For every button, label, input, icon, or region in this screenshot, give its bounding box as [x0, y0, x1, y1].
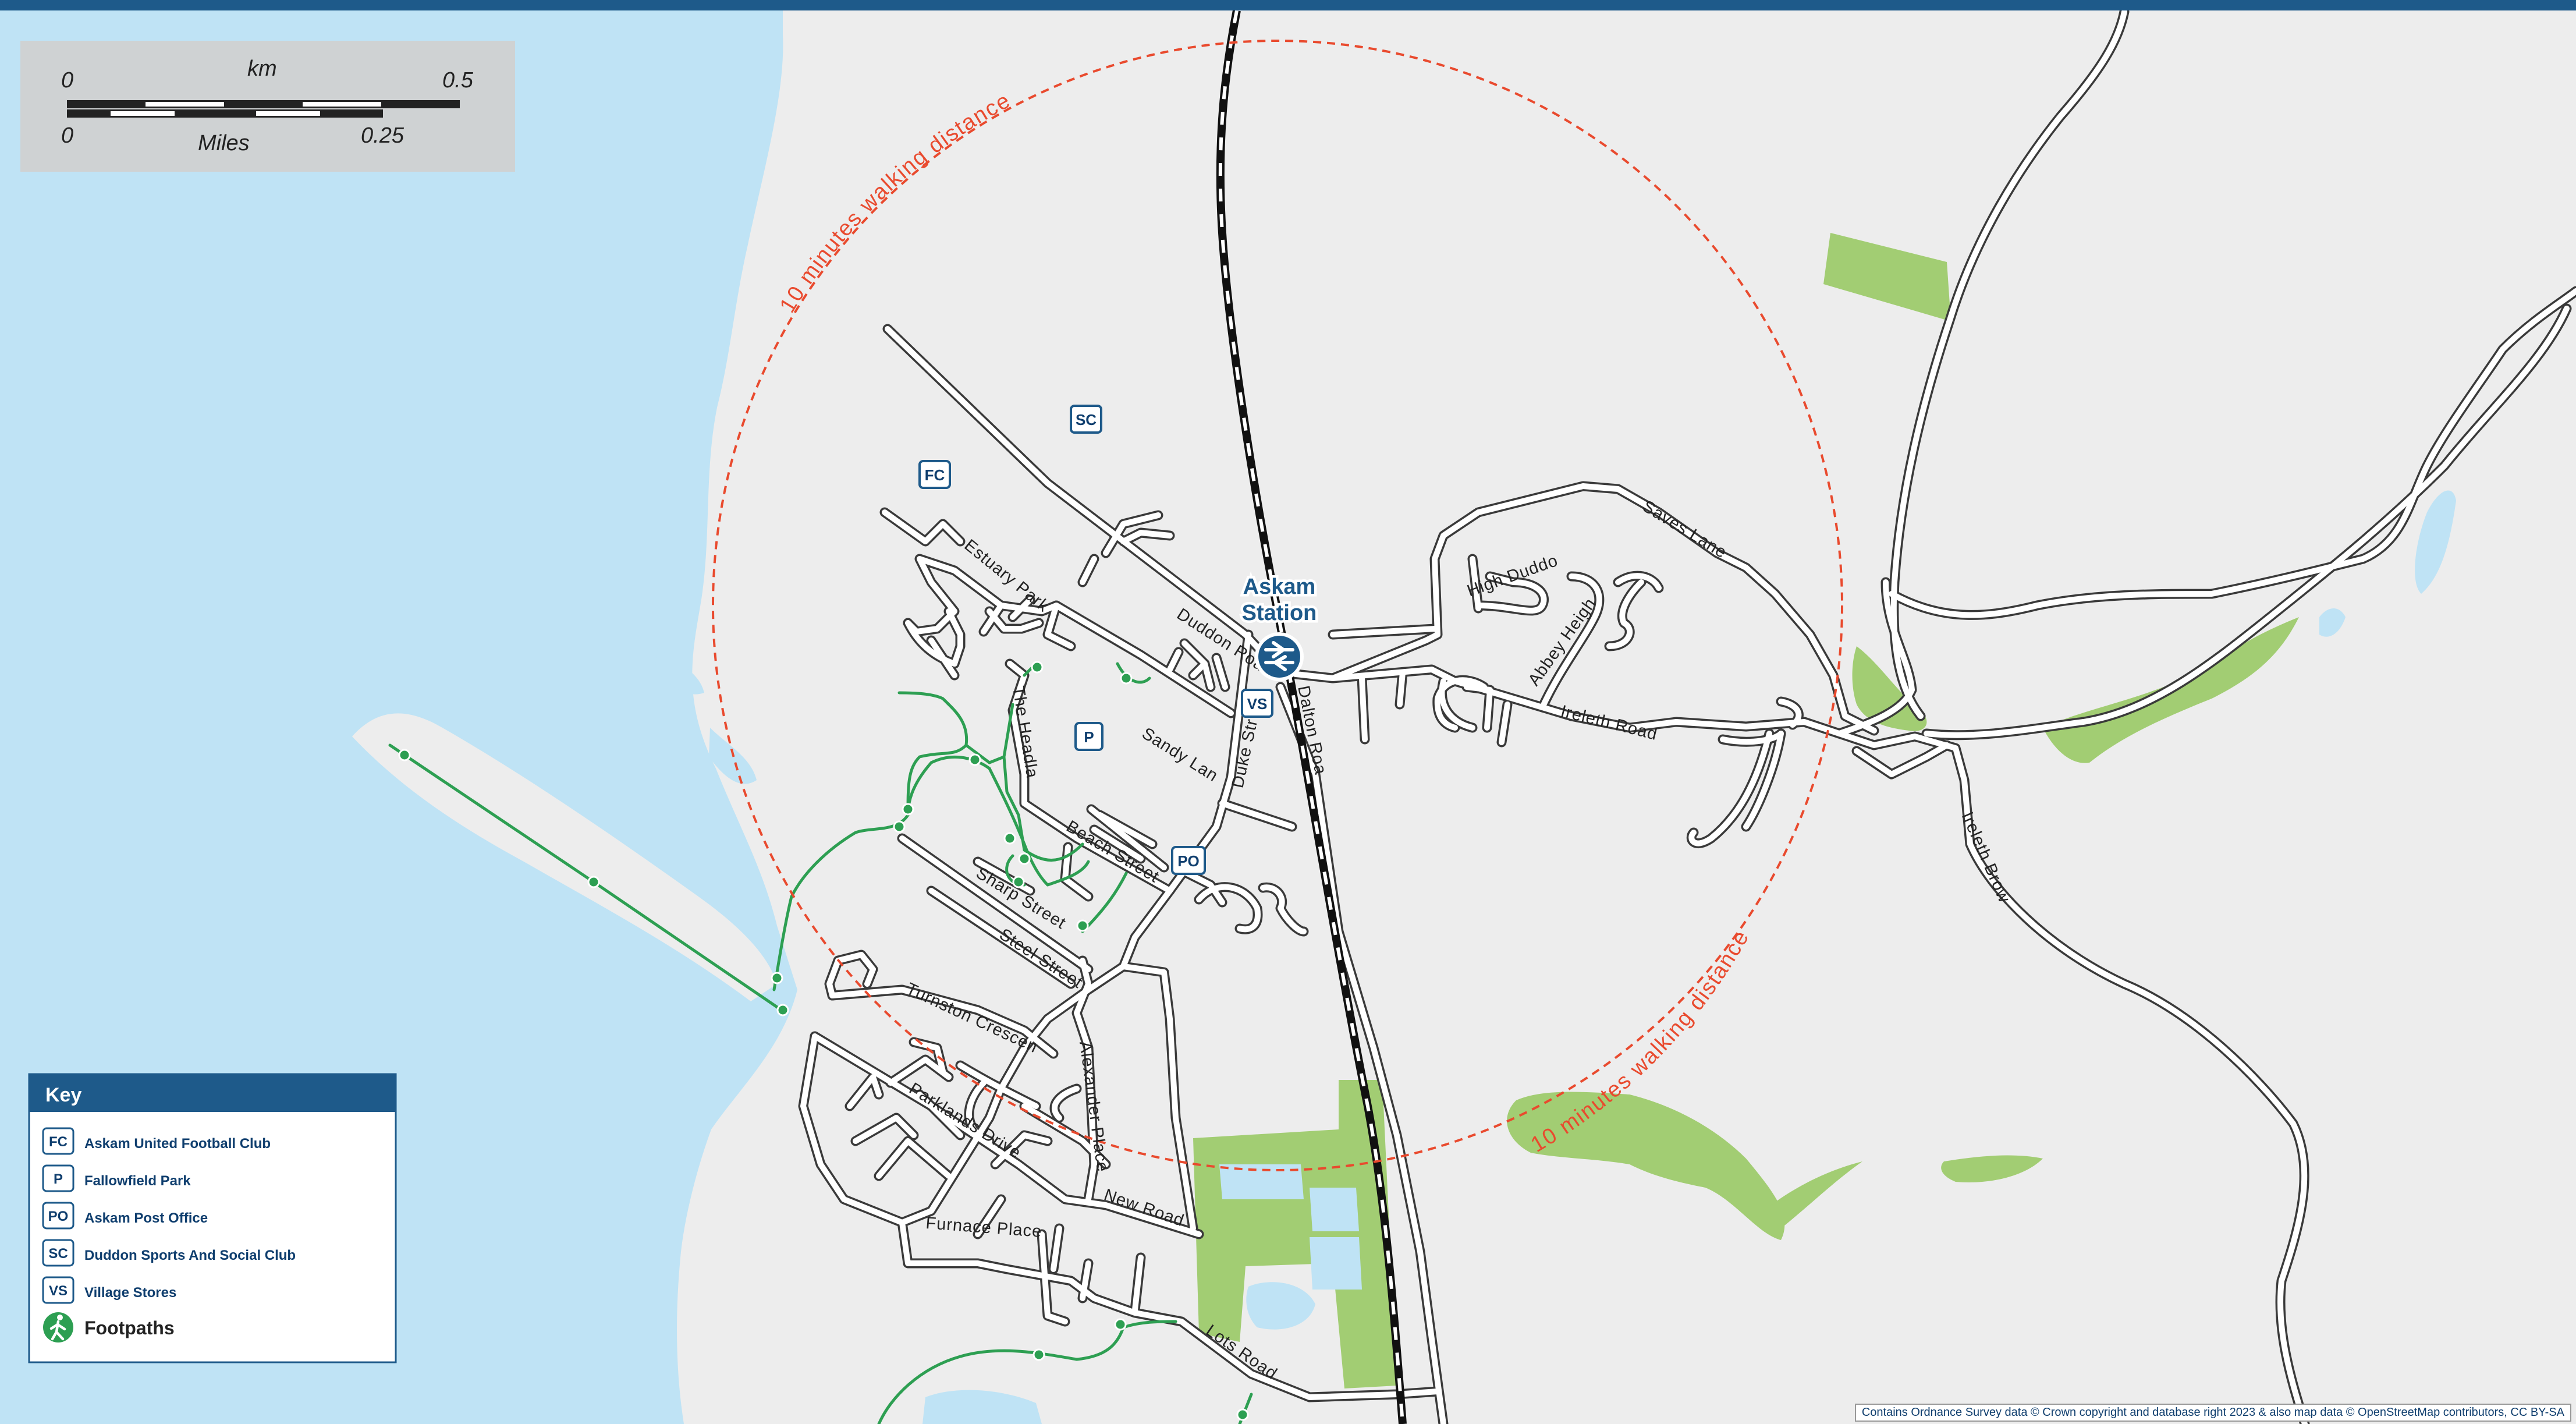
key-item-po: PO Askam Post Office: [42, 1202, 208, 1230]
pond: [1310, 1237, 1362, 1290]
svg-text:P: P: [1084, 728, 1094, 746]
svg-text:VS: VS: [49, 1283, 68, 1299]
road-network: [798, 6, 2576, 1424]
scale-miles-start: 0: [61, 123, 73, 148]
key-label-vs: Village Stores: [84, 1285, 176, 1301]
key-label-footpaths: Footpaths: [84, 1317, 175, 1338]
svg-text:FC: FC: [49, 1134, 68, 1150]
footpath-network: [388, 661, 1253, 1424]
key-item-fc: FC Askam United Football Club: [42, 1127, 271, 1155]
map-key: Key FC Askam United Football Club P Fall…: [28, 1073, 397, 1363]
scale-km-bar: [67, 100, 460, 108]
green-woodland: [1764, 1161, 1862, 1228]
pond: [922, 1390, 1042, 1424]
svg-text:VS: VS: [1247, 695, 1268, 713]
green-recreation-ground: [1193, 1080, 1397, 1388]
pond: [1310, 1188, 1359, 1231]
station-name-line2: Station: [1242, 601, 1317, 625]
water-channel: [655, 646, 704, 695]
key-item-footpaths: Footpaths: [43, 1312, 175, 1342]
key-label-sc: Duddon Sports And Social Club: [84, 1248, 296, 1263]
svg-text:SC: SC: [48, 1246, 68, 1262]
key-label-p: Fallowfield Park: [84, 1173, 191, 1189]
poi-marker-po[interactable]: PO: [1171, 846, 1206, 875]
pond: [1246, 1282, 1315, 1330]
tarn: [2415, 490, 2456, 594]
pond: [2319, 608, 2346, 637]
green-woodland: [1852, 646, 1927, 731]
key-item-vs: VS Village Stores: [42, 1276, 176, 1304]
scale-km-unit: km: [247, 56, 277, 81]
green-field: [1823, 233, 1951, 321]
green-woodland: [1941, 1155, 2043, 1182]
scale-km-end: 0.5: [442, 68, 474, 93]
header-bar: [0, 0, 2576, 10]
poi-marker-fc[interactable]: FC: [918, 460, 951, 489]
station-name-line1: Askam: [1243, 575, 1316, 599]
water-channel: [687, 331, 717, 360]
pond: [1219, 1164, 1304, 1199]
green-woodland: [1507, 1092, 1785, 1240]
poi-marker-sc[interactable]: SC: [1070, 405, 1102, 434]
attribution-credit: Contains Ordnance Survey data © Crown co…: [1854, 1404, 2571, 1422]
scale-bar: 0 km 0.5 0 Miles 0.25: [20, 41, 515, 172]
key-header: [29, 1074, 396, 1112]
walking-distance-circle: [712, 40, 1843, 1171]
key-title: Key: [45, 1084, 81, 1106]
svg-text:SC: SC: [1076, 411, 1097, 428]
askam-station-marker[interactable]: Askam Station: [1239, 572, 1319, 681]
key-item-sc: SC Duddon Sports And Social Club: [42, 1239, 296, 1267]
key-label-fc: Askam United Football Club: [84, 1136, 271, 1152]
national-rail-icon: [1258, 636, 1300, 678]
key-label-po: Askam Post Office: [84, 1210, 208, 1226]
key-panel: [28, 1073, 397, 1363]
scale-miles-end: 0.25: [361, 123, 405, 148]
key-item-p: P Fallowfield Park: [42, 1164, 191, 1192]
svg-text:PO: PO: [1177, 852, 1200, 870]
svg-text:P: P: [54, 1171, 63, 1187]
scale-miles-unit: Miles: [198, 131, 250, 155]
svg-text:FC: FC: [925, 466, 945, 484]
svg-text:PO: PO: [48, 1209, 69, 1224]
scale-km-start: 0: [61, 68, 73, 93]
poi-marker-vs[interactable]: VS: [1241, 689, 1273, 718]
sand-spit: [352, 713, 777, 1001]
poi-marker-p[interactable]: P: [1074, 722, 1104, 751]
